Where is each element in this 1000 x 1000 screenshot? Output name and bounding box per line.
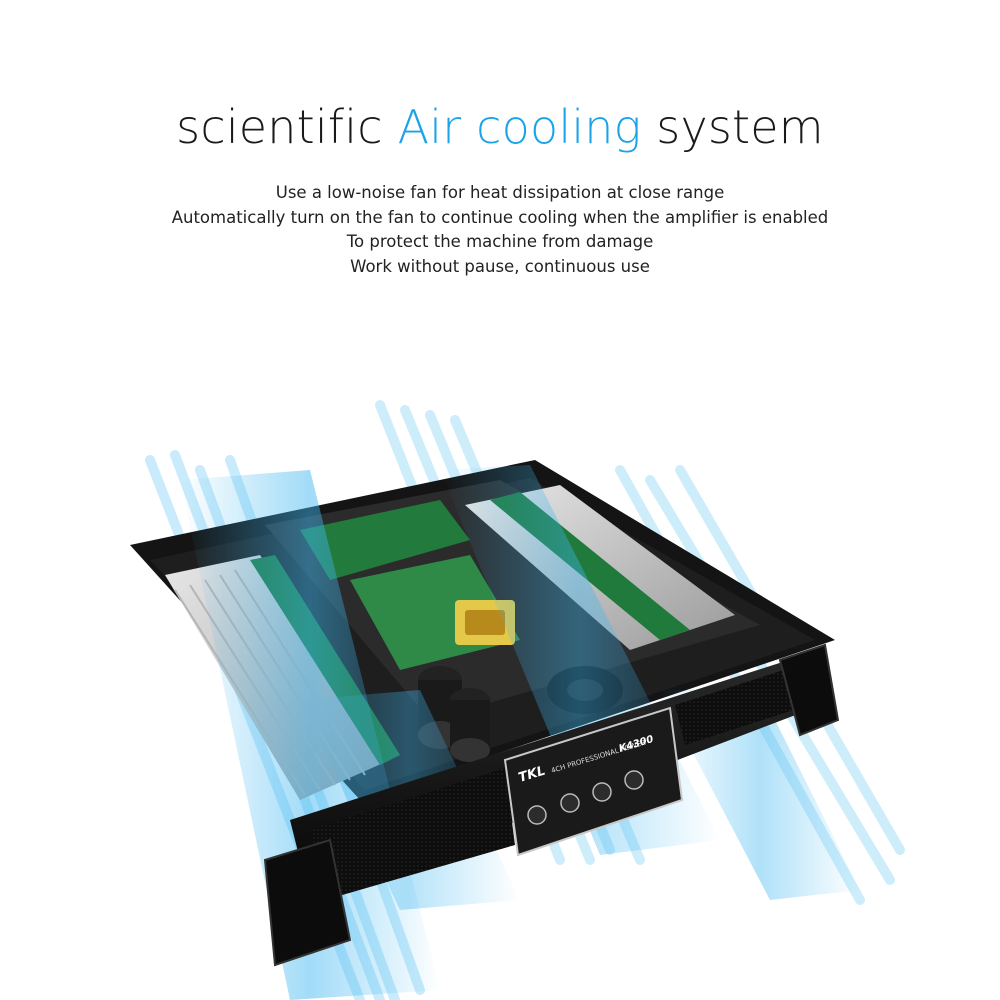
description-line: Work without pause, continuous use xyxy=(350,256,650,276)
description-line: Automatically turn on the fan to continu… xyxy=(171,207,829,227)
description-line: Use a low-noise fan for heat dissipation… xyxy=(275,183,725,202)
volume-knob-icon xyxy=(527,770,644,825)
page-title: scientific Air cooling system xyxy=(0,100,1000,154)
title-accent: Air cooling xyxy=(397,100,642,154)
title-suffix: system xyxy=(656,100,824,154)
title-prefix: scientific xyxy=(176,100,383,154)
rack-handle-left xyxy=(263,838,352,967)
front-panel: TKL 4CH PROFESSIONAL POWER K4300 xyxy=(263,643,840,967)
rack-handle-right xyxy=(778,643,840,737)
feature-description: Use a low-noise fan for heat dissipation… xyxy=(0,181,1000,279)
description-line: To protect the machine from damage xyxy=(346,232,654,251)
amplifier-photo: TKL 4CH PROFESSIONAL POWER K4300 xyxy=(130,400,905,1000)
